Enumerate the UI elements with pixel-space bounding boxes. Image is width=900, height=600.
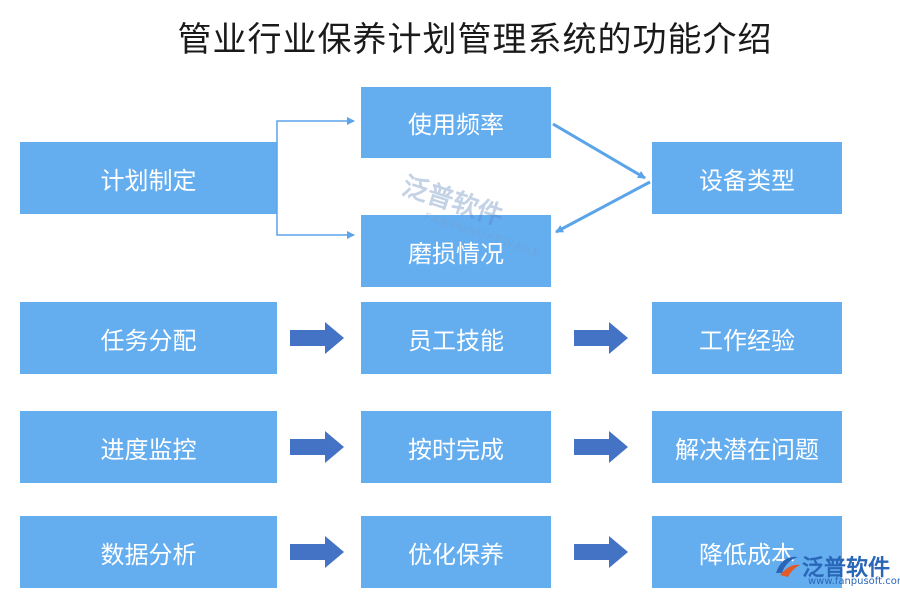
box-staff-skill-label: 员工技能 (408, 326, 504, 355)
branch-arrow-lower (276, 178, 355, 239)
block-arrows (290, 322, 628, 568)
box-staff-skill: 员工技能 (361, 302, 551, 374)
logo-url: www.fanpusoft.com (808, 576, 900, 587)
box-optimize-maintenance-label: 优化保养 (408, 540, 504, 569)
box-usage-frequency-label: 使用频率 (408, 111, 504, 139)
box-solve-problems-label: 解决潜在问题 (675, 435, 819, 464)
box-optimize-maintenance: 优化保养 (361, 516, 551, 588)
box-data-analysis: 数据分析 (20, 516, 277, 588)
fanpu-logo-icon (776, 556, 800, 577)
logo-name: 泛普软件 (802, 556, 891, 581)
branch-arrow-upper (276, 117, 355, 178)
box-wear-condition-label: 磨损情况 (408, 239, 504, 268)
diag-arrow-down (552, 122, 646, 180)
box-usage-frequency: 使用频率 (361, 87, 551, 158)
box-reduce-cost: 降低成本 (652, 516, 842, 588)
box-on-time-label: 按时完成 (408, 435, 504, 464)
fanpu-logo: 泛普软件 www.fanpusoft.com (772, 550, 900, 587)
diagonal-connectors (552, 122, 651, 234)
box-on-time: 按时完成 (361, 411, 551, 483)
box-plan-label: 计划制定 (100, 166, 197, 195)
box-progress-monitor: 进度监控 (20, 411, 277, 483)
box-reduce-cost-label: 降低成本 (699, 540, 795, 569)
box-solve-problems: 解决潜在问题 (652, 411, 842, 483)
block-arrow-r4-2 (574, 536, 628, 568)
box-work-experience: 工作经验 (652, 302, 842, 374)
diag-arrow-up (555, 180, 651, 234)
box-progress-monitor-label: 进度监控 (100, 435, 197, 464)
block-arrow-r2-1 (290, 322, 344, 354)
box-wear-condition: 磨损情况 (361, 215, 551, 287)
block-arrow-r2-2 (574, 322, 628, 354)
box-plan: 计划制定 (20, 142, 277, 214)
box-task-assign-label: 任务分配 (100, 326, 197, 355)
box-equipment-type-label: 设备类型 (699, 166, 795, 195)
page-title: 管业行业保养计划管理系统的功能介绍 (177, 20, 773, 60)
block-arrow-r3-2 (574, 431, 628, 463)
branch-connector (276, 117, 355, 239)
block-arrow-r4-1 (290, 536, 344, 568)
box-task-assign: 任务分配 (20, 302, 277, 374)
box-work-experience-label: 工作经验 (699, 326, 795, 355)
box-equipment-type: 设备类型 (652, 142, 842, 214)
box-data-analysis-label: 数据分析 (100, 540, 197, 569)
block-arrow-r3-1 (290, 431, 344, 463)
